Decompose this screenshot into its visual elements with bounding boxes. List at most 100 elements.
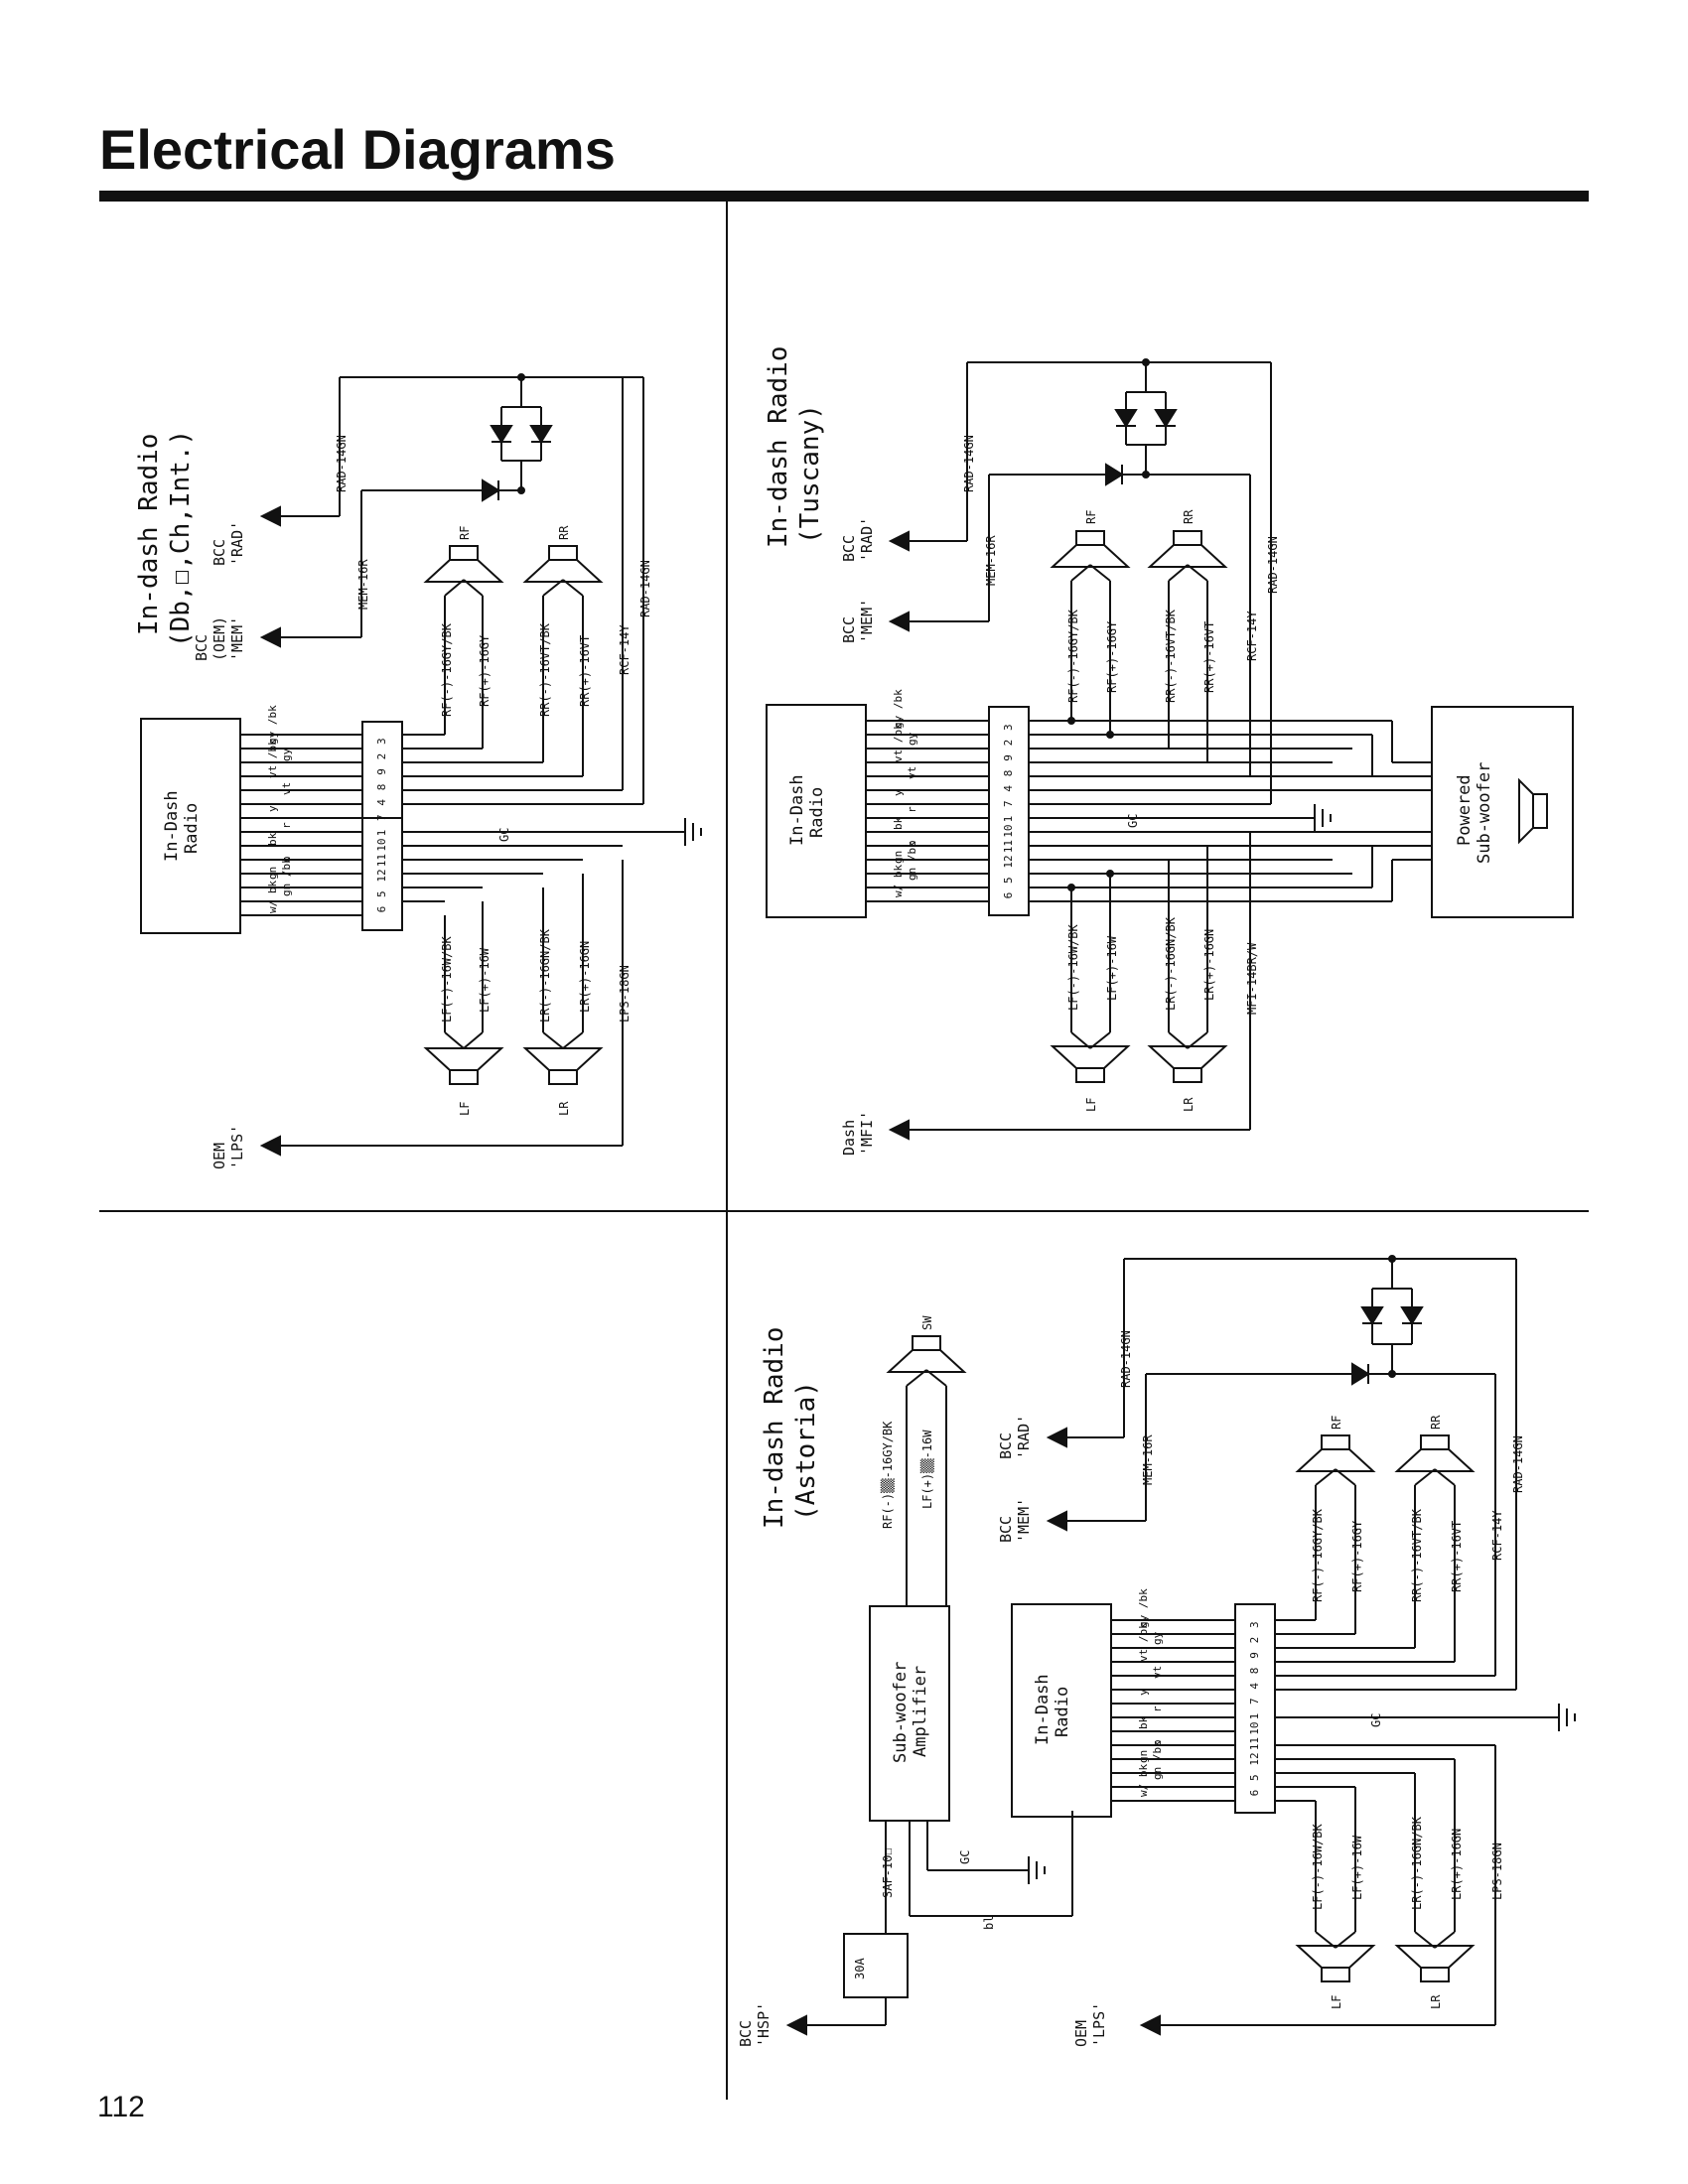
br-wire-color-7: vt [1151, 1666, 1164, 1679]
tl-wire-lps: LPS-18GN [618, 965, 632, 1023]
tl-oem-lps-1: OEM [211, 1143, 228, 1169]
br-bcc-rad-1: BCC [997, 1433, 1015, 1459]
br-oem-lps-1: OEM [1072, 2020, 1090, 2047]
tl-rr: RR [557, 525, 571, 540]
tl-wire-color-9: gy [280, 748, 293, 761]
br-connector-pin-8: 8 [1248, 1668, 1261, 1675]
tr-wire-rad2: RAD-14GN [1266, 536, 1280, 594]
tl-lf: LF [458, 1102, 472, 1116]
tr-wire-color-5: r [906, 806, 918, 813]
tl-connector-pin-9: 9 [375, 768, 388, 775]
title-rule [99, 191, 1589, 202]
br-connector-pin-7: 7 [1248, 1698, 1261, 1705]
tr-wire-color-4: bk [892, 816, 905, 830]
tr-wire-color-0: w/ bk [892, 865, 905, 897]
tr-gc: GC [1126, 814, 1140, 828]
tr-bcc-mem-2: 'MEM' [858, 599, 876, 643]
br-bcc-hsp-2: 'HSP' [755, 2002, 773, 2047]
br-amp-bl: bl [982, 1916, 996, 1930]
tr-sub-1: Powered [1455, 774, 1475, 846]
br-wire-lrp: LR(+)-16GN [1450, 1829, 1464, 1900]
br-connector-pin-1: 1 [1248, 1713, 1261, 1720]
br-wire-rad2: RAD-14GN [1511, 1435, 1525, 1493]
tr-connector-pin-1: 1 [1002, 816, 1015, 823]
br-title-line2: (Astoria) [791, 1381, 821, 1521]
tl-connector-pin-8: 8 [375, 784, 388, 791]
br-wire-lfp: LF(+)-16W [1350, 1835, 1364, 1900]
tr-title-line1: In-dash Radio [764, 346, 793, 549]
tl-wire-rfp: RF(+)-16GY [478, 634, 492, 707]
tl-connector-pin-10: 10 [375, 839, 388, 852]
tr-wire-lfm: LF(-)-16W/BK [1066, 924, 1080, 1011]
br-wire-color-1: gn /bk [1151, 1740, 1164, 1780]
tr-connector-pin-10: 10 [1002, 825, 1015, 838]
diagram-bottom-right [787, 1255, 1576, 2035]
br-wire-rfp: RF(+)-16GY [1350, 1520, 1364, 1592]
vertical-divider [726, 202, 728, 2100]
br-lf: LF [1330, 1995, 1343, 2009]
tr-wire-rrp: RR(+)-16VT [1202, 621, 1216, 693]
tl-wire-color-4: bk [266, 832, 279, 846]
tl-wire-color-3: o [280, 856, 293, 863]
tl-wire-color-8: vt /bk [266, 739, 279, 778]
tl-bcc-rad-2: 'RAD' [228, 521, 246, 566]
br-title-line1: In-dash Radio [760, 1327, 789, 1530]
tr-connector-pin-12: 12 [1002, 855, 1015, 868]
br-wire-lrm: LR(-)-16GN/BK [1410, 1816, 1424, 1910]
diagram-top-left [140, 373, 702, 1156]
tr-wire-mfi: MFI-14BR/W [1245, 942, 1259, 1015]
tl-title-line1: In-dash Radio [134, 434, 164, 636]
tr-wire-lrp: LR(+)-16GN [1202, 929, 1216, 1001]
br-wire-rfm: RF(-)-16GY/BK [1311, 1508, 1325, 1602]
tl-rf: RF [458, 526, 472, 540]
br-connector-pin-12: 12 [1248, 1752, 1261, 1765]
br-wire-color-8: vt /bk [1137, 1622, 1150, 1662]
tr-wire-color-2: gn [892, 851, 905, 864]
br-sw: SW [920, 1315, 934, 1330]
horizontal-divider [99, 1210, 1589, 1212]
br-amp-1: Sub-woofer [891, 1662, 911, 1763]
br-wire-color-9: gy [1151, 1631, 1164, 1645]
tl-wire-lfm: LF(-)-16W/BK [440, 936, 454, 1023]
tl-connector-pin-12: 12 [375, 869, 388, 882]
diagram-top-right [766, 358, 1574, 1140]
tr-wire-color-10: gy /bk [892, 689, 905, 729]
br-connector-pin-5: 5 [1248, 1774, 1261, 1781]
br-connector-pin-6: 6 [1248, 1790, 1261, 1797]
br-radio-1: In-Dash [1033, 1674, 1053, 1745]
tl-wire-rad2: RAD-14GN [638, 560, 652, 617]
tl-connector-pin-1: 1 [375, 830, 388, 837]
tr-wire-rfm: RF(-)-16GY/BK [1066, 609, 1080, 703]
tr-connector-pin-4: 4 [1002, 785, 1015, 792]
tl-wire-color-1: gn /bk [280, 857, 293, 896]
tl-wire-color-2: gn [266, 867, 279, 880]
br-wire-lps: LPS-18GN [1490, 1843, 1504, 1900]
tl-connector-pin-4: 4 [375, 799, 388, 806]
tr-bcc-rad-2: 'RAD' [858, 517, 876, 562]
tr-wire-color-3: o [906, 840, 918, 847]
tr-wire-mem: MEM-16R [984, 535, 998, 586]
br-saf: SAF-10☐ [881, 1847, 895, 1898]
tr-wire-color-9: gy [906, 732, 918, 746]
br-wire-color-4: bk [1137, 1715, 1150, 1729]
tr-dash-mfi-1: Dash [840, 1120, 858, 1156]
br-wire-color-5: r [1151, 1706, 1164, 1712]
tl-wire-color-0: w/ bk [266, 881, 279, 913]
tr-bcc-rad-1: BCC [840, 535, 858, 562]
br-connector-pin-3: 3 [1248, 1621, 1261, 1628]
tr-connector-pin-11: 11 [1002, 840, 1015, 853]
br-bcc-mem-1: BCC [997, 1516, 1015, 1543]
br-bcc-hsp-1: BCC [737, 2020, 755, 2047]
br-sub-wire-1: RF(-)▒▒-16GY/BK [880, 1421, 895, 1529]
br-connector-pin-4: 4 [1248, 1683, 1261, 1690]
br-rr: RR [1429, 1415, 1443, 1430]
tr-radio-1: In-Dash [787, 774, 807, 846]
tr-lr: LR [1182, 1097, 1196, 1112]
page-title: Electrical Diagrams [99, 118, 616, 181]
br-wire-rad: RAD-14GN [1119, 1330, 1133, 1388]
br-wire-color-6: y [1137, 1689, 1150, 1696]
br-connector-pin-11: 11 [1248, 1737, 1261, 1750]
br-bcc-rad-2: 'RAD' [1015, 1415, 1033, 1459]
tl-connector-pin-11: 11 [375, 854, 388, 867]
